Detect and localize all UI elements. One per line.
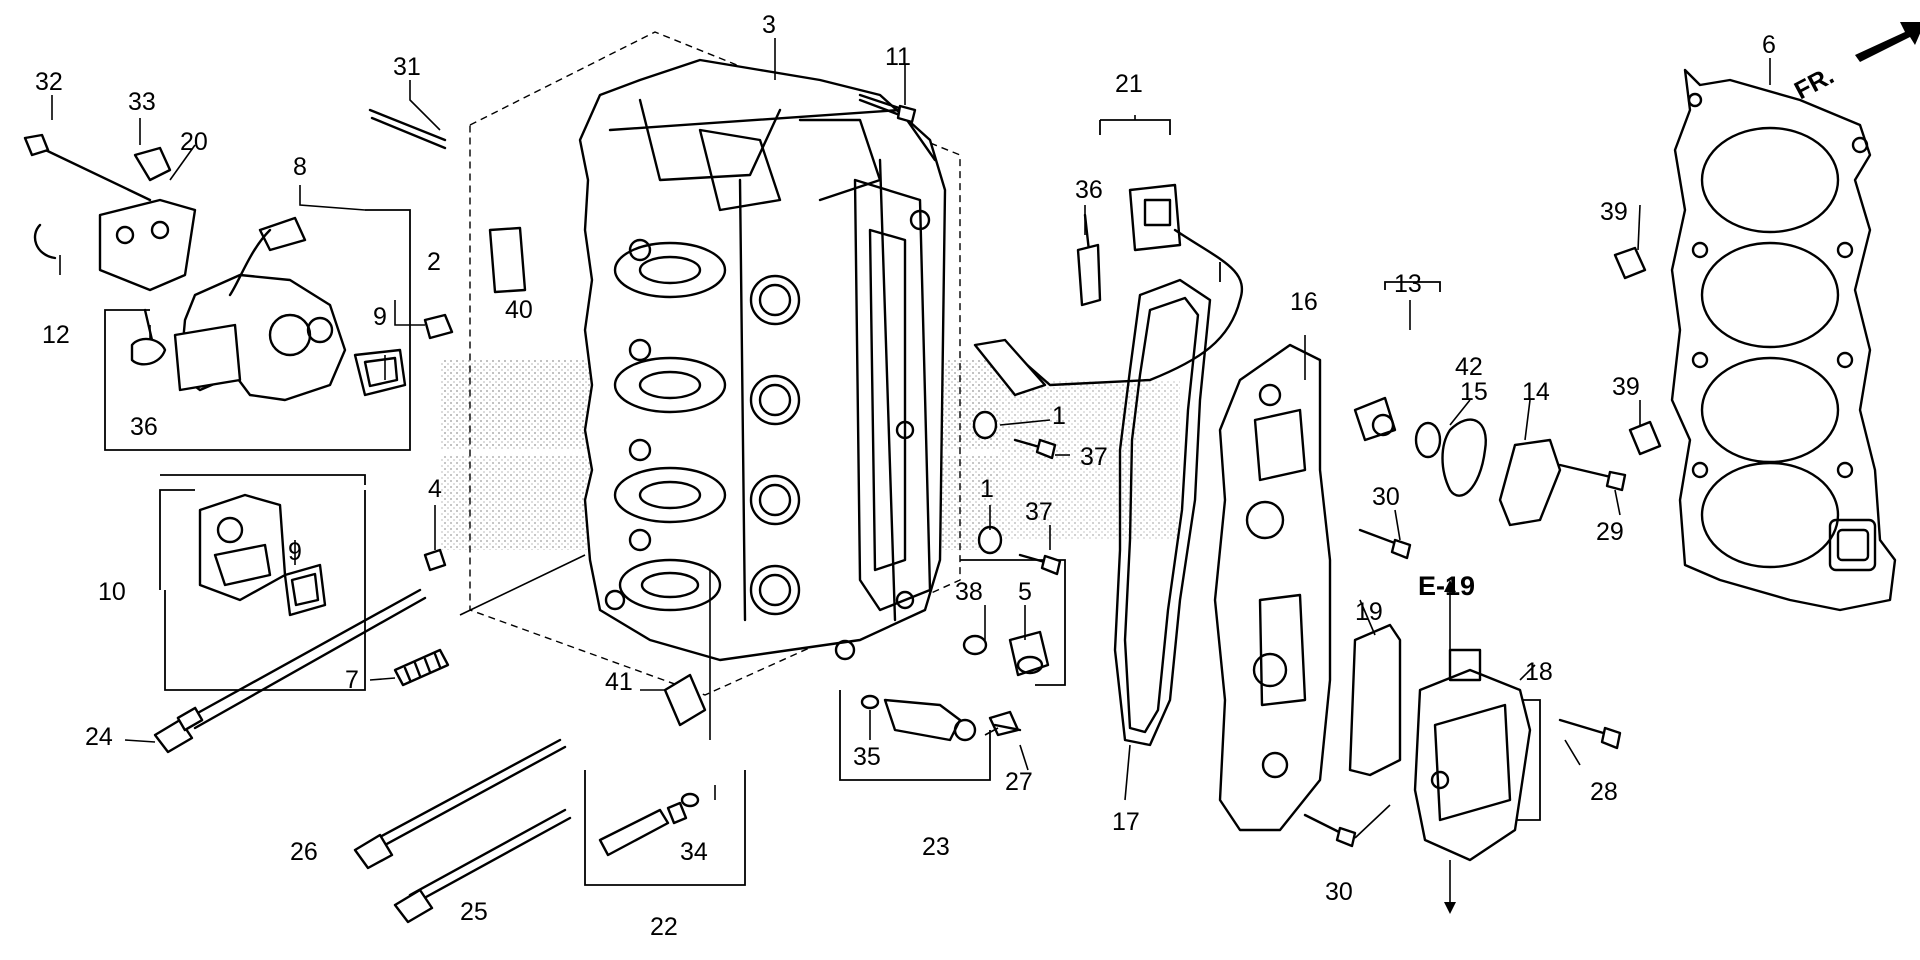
callout-32: 32 [35, 68, 63, 96]
callout-4: 4 [428, 475, 442, 503]
callout-3: 3 [762, 11, 776, 39]
callout-labels: 1 1 2 3 4 5 6 7 8 9 9 10 11 12 13 14 15 … [35, 11, 1776, 941]
callout-1-b: 1 [980, 475, 994, 503]
stud-31 [368, 108, 447, 150]
callout-30-a: 30 [1372, 483, 1400, 511]
long-bolt-24 [153, 588, 427, 754]
callout-12: 12 [42, 321, 70, 349]
callout-36-b: 36 [130, 413, 158, 441]
gasket-19 [1348, 623, 1402, 777]
callout-33: 33 [128, 88, 156, 116]
callout-6: 6 [1762, 31, 1776, 59]
callout-30-b: 30 [1325, 878, 1353, 906]
callout-23: 23 [922, 833, 950, 861]
callout-2: 2 [427, 248, 441, 276]
callout-9-a: 9 [373, 303, 387, 331]
cover-14 [1498, 438, 1562, 527]
callout-28: 28 [1590, 778, 1618, 806]
callout-16: 16 [1290, 288, 1318, 316]
reference-e19: E-19 [1418, 571, 1475, 601]
callout-5: 5 [1018, 578, 1032, 606]
callout-35: 35 [853, 743, 881, 771]
washer-bolt-group [972, 410, 1062, 576]
valve-cover-assembly-10 [198, 493, 327, 617]
callout-24: 24 [85, 723, 113, 751]
exhaust-cover-16 [1213, 343, 1332, 832]
control-unit-18 [1413, 580, 1532, 914]
callout-14: 14 [1522, 378, 1550, 406]
gasket-15 [1441, 418, 1487, 497]
bolt-30-a [1358, 528, 1412, 560]
dowel-39-b [1628, 420, 1662, 456]
callout-1-a: 1 [1052, 402, 1066, 430]
callout-26: 26 [290, 838, 318, 866]
callout-31: 31 [393, 53, 421, 81]
bolt-30-b [1303, 813, 1357, 848]
dowel-39-a [1613, 246, 1647, 280]
callout-40: 40 [505, 296, 533, 324]
callout-39-b: 39 [1612, 373, 1640, 401]
gasket-17 [1113, 278, 1212, 747]
callout-20: 20 [180, 128, 208, 156]
plug-13 [1353, 396, 1397, 442]
callout-10: 10 [98, 578, 126, 606]
callout-17: 17 [1112, 808, 1140, 836]
bolt-25 [393, 808, 572, 924]
plug-5 [962, 630, 1050, 677]
callout-27: 27 [1005, 768, 1033, 796]
callout-25: 25 [460, 898, 488, 926]
front-direction-arrow: FR. [1790, 22, 1920, 105]
callout-8: 8 [293, 153, 307, 181]
bolt-28 [1558, 718, 1622, 750]
cylinder-head [578, 58, 947, 662]
callout-21: 21 [1115, 70, 1143, 98]
callout-34: 34 [680, 838, 708, 866]
callout-37-b: 37 [1025, 498, 1053, 526]
head-gasket [1670, 68, 1897, 612]
o-ring-42 [1414, 421, 1442, 459]
collar-4 [423, 548, 447, 572]
dowel-40 [488, 226, 527, 294]
callout-13: 13 [1394, 270, 1422, 298]
callout-22: 22 [650, 913, 678, 941]
callout-11: 11 [885, 43, 911, 71]
callout-37-a: 37 [1080, 443, 1108, 471]
spring-dowel-7 [393, 648, 450, 687]
sensor-23 [860, 694, 1020, 742]
callout-7: 7 [345, 666, 359, 694]
callout-42: 42 [1455, 353, 1483, 381]
callout-29: 29 [1596, 518, 1624, 546]
bolt-27 [993, 723, 1022, 732]
callout-41: 41 [605, 668, 633, 696]
callout-19: 19 [1355, 598, 1383, 626]
sensor-21 [973, 183, 1243, 397]
callout-36-a: 36 [1075, 176, 1103, 204]
callout-39-a: 39 [1600, 198, 1628, 226]
bolt-26 [353, 738, 567, 870]
callout-9-b: 9 [288, 538, 302, 566]
dowel-41 [663, 673, 707, 727]
callout-18: 18 [1525, 658, 1553, 686]
pin-11 [858, 93, 917, 124]
temperature-sensor-22 [598, 792, 700, 857]
bolt-29 [1558, 463, 1627, 492]
leader-lines [51, 38, 1771, 839]
oil-control-valve-assembly [23, 133, 454, 402]
callout-38: 38 [955, 578, 983, 606]
callout-15: 15 [1460, 378, 1488, 406]
